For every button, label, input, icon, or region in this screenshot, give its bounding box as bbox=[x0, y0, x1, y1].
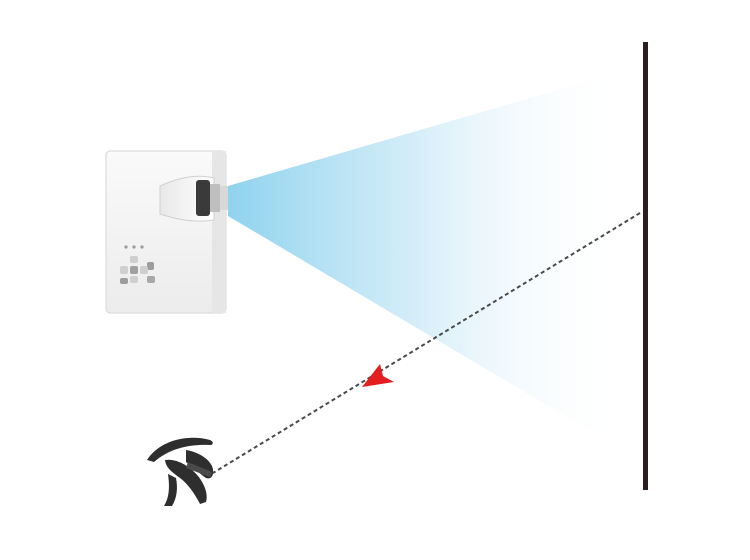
projector-lens-front bbox=[220, 186, 228, 210]
indicator-light bbox=[140, 245, 144, 249]
projector-lens-glass bbox=[210, 184, 220, 212]
keypad-button bbox=[120, 278, 128, 284]
projection-screen bbox=[643, 42, 648, 490]
remote-signal-path bbox=[212, 212, 641, 474]
remote-control bbox=[186, 462, 212, 477]
keypad-button bbox=[120, 266, 128, 274]
indicator-light bbox=[124, 245, 128, 249]
keypad-button bbox=[140, 266, 148, 274]
keypad-button bbox=[147, 276, 155, 283]
projector bbox=[105, 150, 228, 314]
keypad-button bbox=[130, 276, 138, 283]
hand-thumb bbox=[164, 474, 177, 506]
remote-signal-arrow bbox=[362, 364, 394, 387]
projector-body bbox=[105, 150, 227, 314]
keypad-button bbox=[130, 266, 138, 274]
keypad-button bbox=[130, 256, 138, 263]
hand-wrist bbox=[147, 437, 213, 462]
keypad-button bbox=[147, 262, 154, 270]
projector-side-panel bbox=[212, 151, 226, 313]
hand-palm bbox=[165, 459, 207, 504]
projector-keypad bbox=[120, 256, 155, 284]
remote-hand bbox=[147, 437, 214, 506]
projection-light-beam bbox=[228, 70, 626, 452]
indicator-light bbox=[132, 245, 136, 249]
projector-lens-ring bbox=[196, 180, 210, 216]
